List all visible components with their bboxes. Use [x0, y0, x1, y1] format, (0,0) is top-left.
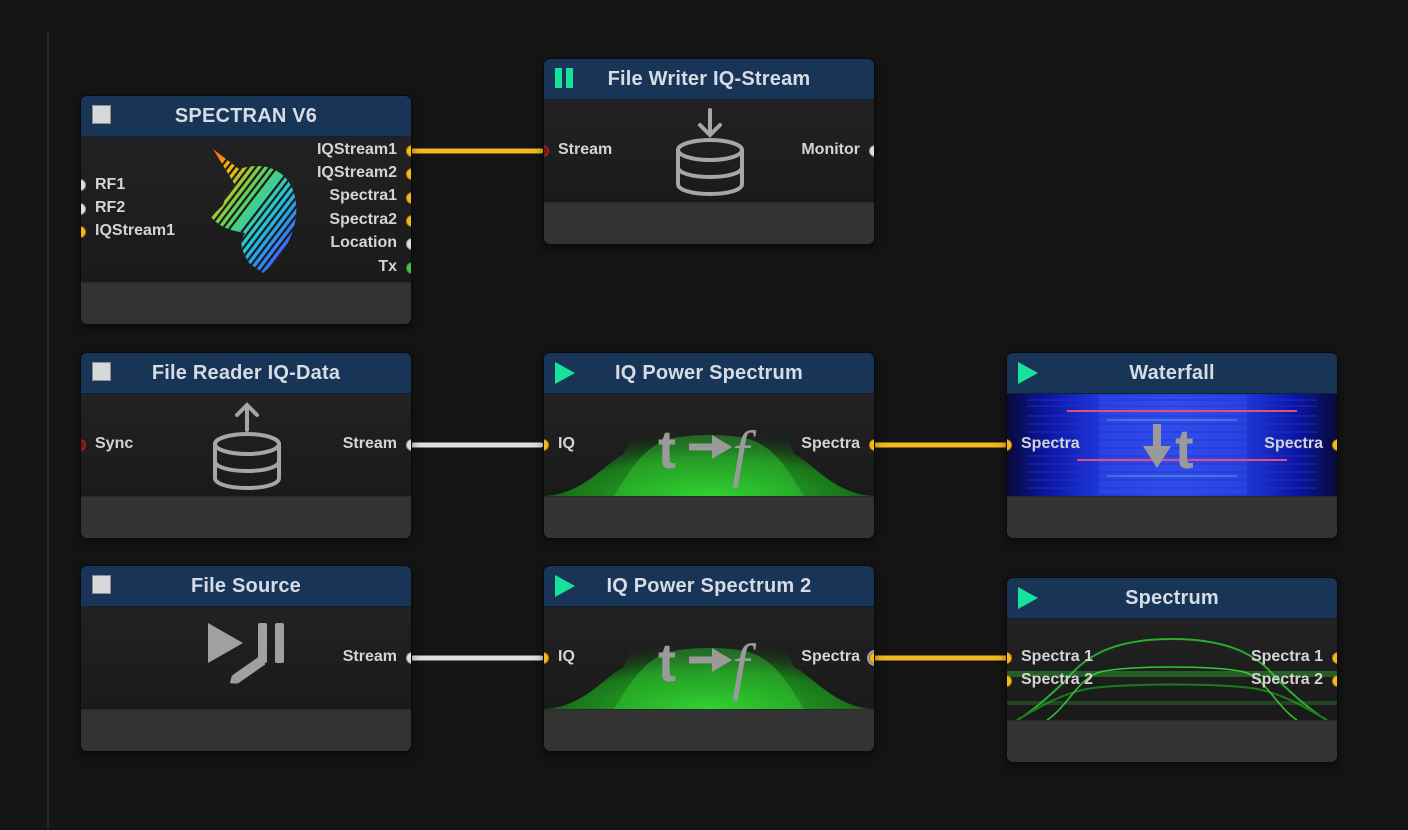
- node-waterfall[interactable]: Waterfall: [1007, 353, 1337, 538]
- port-out-location[interactable]: [406, 238, 411, 250]
- port-out-spectra-2[interactable]: [1332, 675, 1337, 687]
- port-out-iqstream1[interactable]: [406, 145, 411, 157]
- node-file-reader[interactable]: File Reader IQ-Data Sync Stream: [81, 353, 411, 538]
- node-body: [81, 137, 411, 283]
- port-out-stream[interactable]: [406, 439, 411, 451]
- play-icon[interactable]: [1017, 362, 1039, 384]
- port-label-iqstream1-in: IQStream1: [95, 222, 176, 239]
- play-icon[interactable]: [554, 362, 576, 384]
- port-label-spectra: Spectra: [801, 435, 860, 452]
- node-title: Spectrum: [1125, 586, 1219, 609]
- node-footer: [544, 496, 874, 538]
- unicorn-logo-icon: [211, 149, 297, 273]
- spectrum-preview: [1007, 637, 1337, 720]
- port-out-spectra2[interactable]: [406, 215, 411, 227]
- port-label-iqstream2: IQStream2: [316, 164, 397, 181]
- port-out-stream[interactable]: [406, 652, 411, 664]
- node-title: IQ Power Spectrum 2: [606, 574, 812, 597]
- node-body: [81, 394, 411, 496]
- port-label-stream: Stream: [342, 435, 397, 452]
- pause-icon[interactable]: [554, 68, 576, 90]
- port-label-spectra-2-in: Spectra 2: [1021, 671, 1094, 688]
- node-title: IQ Power Spectrum: [615, 361, 803, 384]
- node-header[interactable]: File Writer IQ-Stream: [544, 59, 874, 100]
- node-spectrum[interactable]: Spectrum Spectra 1 Spectra 2 Spectra 1 S…: [1007, 578, 1337, 762]
- node-footer: [1007, 496, 1337, 538]
- node-body: t: [1007, 394, 1337, 496]
- node-iq-power-spectrum[interactable]: IQ Power Spectrum t f IQ Spectra: [544, 353, 874, 538]
- node-footer: [81, 709, 411, 751]
- green-spectrum-preview: t f: [544, 406, 874, 496]
- green-spectrum-preview: t f: [544, 617, 874, 709]
- node-spectran-v6[interactable]: SPECTRAN V6: [81, 96, 411, 324]
- node-header[interactable]: IQ Power Spectrum 2: [544, 566, 874, 607]
- node-iq-power-spectrum-2[interactable]: IQ Power Spectrum 2 t f IQ Spectra: [544, 566, 874, 751]
- node-header[interactable]: Waterfall: [1007, 353, 1337, 394]
- node-body: [1007, 619, 1337, 720]
- node-title: File Reader IQ-Data: [151, 361, 341, 384]
- node-body: t f: [544, 394, 874, 496]
- node-header[interactable]: Spectrum: [1007, 578, 1337, 619]
- port-out-spectra[interactable]: [1332, 439, 1337, 451]
- play-icon[interactable]: [554, 575, 576, 597]
- node-body: [544, 100, 874, 202]
- port-label-iqstream1-out: IQStream1: [316, 141, 397, 158]
- port-label-location: Location: [330, 234, 397, 251]
- t-glyph: t: [658, 420, 676, 480]
- node-body: t f: [544, 607, 874, 709]
- play-pause-edit-icon: [208, 623, 284, 684]
- node-footer: [81, 496, 411, 538]
- port-label-stream: Stream: [342, 648, 397, 665]
- database-download-icon: [676, 108, 744, 196]
- stop-button[interactable]: [92, 105, 111, 124]
- port-label-rf2: RF2: [95, 199, 126, 216]
- port-label-iq: IQ: [558, 648, 575, 665]
- port-label-tx: Tx: [378, 258, 397, 275]
- port-out-iqstream2[interactable]: [406, 168, 411, 180]
- port-out-spectra1[interactable]: [406, 192, 411, 204]
- port-out-spectra-1[interactable]: [1332, 652, 1337, 664]
- port-label-sync: Sync: [95, 435, 134, 452]
- node-file-source[interactable]: File Source Stream: [81, 566, 411, 751]
- node-header[interactable]: IQ Power Spectrum: [544, 353, 874, 394]
- database-upload-icon: [213, 402, 281, 490]
- port-label-spectra: Spectra: [801, 648, 860, 665]
- port-out-monitor[interactable]: [869, 145, 874, 157]
- node-file-writer[interactable]: File Writer IQ-Stream Stream Monitor: [544, 59, 874, 244]
- port-label-monitor: Monitor: [801, 141, 860, 158]
- t-glyph: t: [1175, 417, 1194, 480]
- node-header[interactable]: File Source: [81, 566, 411, 607]
- port-label-spectra-1-in: Spectra 1: [1021, 648, 1094, 665]
- canvas-left-divider: [47, 32, 49, 830]
- stop-button[interactable]: [92, 362, 111, 381]
- port-label-spectra-in: Spectra: [1021, 435, 1080, 452]
- port-label-spectra-2-out: Spectra 2: [1250, 671, 1323, 688]
- port-label-spectra-1-out: Spectra 1: [1250, 648, 1323, 665]
- port-label-spectra1: Spectra1: [329, 187, 397, 204]
- node-title: Waterfall: [1129, 361, 1215, 384]
- stop-button[interactable]: [92, 575, 111, 594]
- port-label-iq: IQ: [558, 435, 575, 452]
- node-footer: [1007, 720, 1337, 762]
- waterfall-preview: t: [1007, 394, 1337, 496]
- node-title: File Source: [190, 574, 301, 597]
- node-header[interactable]: SPECTRAN V6: [81, 96, 411, 137]
- port-label-stream: Stream: [558, 141, 613, 158]
- node-title: File Writer IQ-Stream: [607, 67, 811, 90]
- port-label-spectra2: Spectra2: [329, 211, 397, 228]
- t-glyph: t: [658, 633, 676, 693]
- port-out-tx[interactable]: [406, 262, 411, 274]
- node-header[interactable]: File Reader IQ-Data: [81, 353, 411, 394]
- node-footer: [81, 282, 411, 324]
- play-icon[interactable]: [1017, 587, 1039, 609]
- node-footer: [544, 709, 874, 751]
- port-out-spectra[interactable]: [869, 652, 874, 664]
- node-title: SPECTRAN V6: [174, 104, 318, 127]
- node-footer: [544, 202, 874, 244]
- port-label-spectra-out: Spectra: [1264, 435, 1323, 452]
- port-label-rf1: RF1: [95, 176, 126, 193]
- node-body: [81, 607, 411, 709]
- port-out-spectra[interactable]: [869, 439, 874, 451]
